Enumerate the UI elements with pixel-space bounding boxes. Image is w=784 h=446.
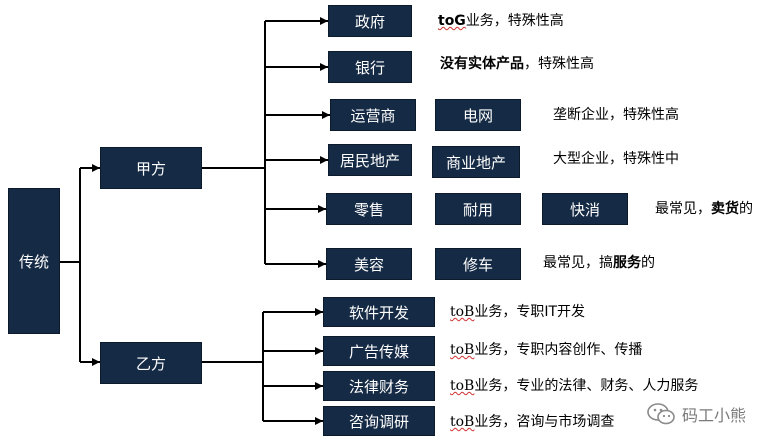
leaf-note: 垄断企业，特殊性高 xyxy=(553,105,679,125)
branch-yifang: 乙方 xyxy=(100,342,202,384)
leaf-label: 零售 xyxy=(353,200,384,219)
note-part: toG xyxy=(438,13,466,29)
branch-jiafang: 甲方 xyxy=(100,147,202,189)
leaf-note: toB业务，专职IT开发 xyxy=(450,302,585,322)
leaf-box: 运营商 xyxy=(330,99,416,131)
leaf-label: 居民地产 xyxy=(339,151,400,170)
leaf-box: 修车 xyxy=(435,248,521,280)
leaf-label: 运营商 xyxy=(350,106,396,125)
note-part: 没有实体产品 xyxy=(440,56,524,72)
leaf-box: 电网 xyxy=(435,99,521,131)
leaf-label: 快消 xyxy=(569,200,600,219)
leaf-label: 耐用 xyxy=(462,200,493,219)
note-part: 的 xyxy=(739,201,753,217)
leaf-box: 快消 xyxy=(542,193,628,225)
leaf-note: toB业务，专职内容创作、传播 xyxy=(450,340,642,360)
note-part: 垄断企业，特殊性高 xyxy=(553,107,679,123)
leaf-box: 咨询调研 xyxy=(323,406,435,436)
note-part: 业务，专职IT开发 xyxy=(474,304,586,320)
leaf-note: 没有实体产品，特殊性高 xyxy=(440,54,594,74)
note-part: 业务，特殊性高 xyxy=(465,13,564,29)
note-part: 最常见，搞 xyxy=(543,255,613,271)
note-part: 业务，专职内容创作、传播 xyxy=(474,342,643,358)
watermark-text: 码工小熊 xyxy=(682,406,747,425)
watermark: 码工小熊 xyxy=(646,394,778,434)
leaf-note: toB业务，专业的法律、财务、人力服务 xyxy=(450,376,698,396)
leaf-box: 零售 xyxy=(326,193,412,225)
note-part: 最常见， xyxy=(655,201,711,217)
leaf-box: 耐用 xyxy=(435,193,521,225)
leaf-note: 大型企业，特殊性中 xyxy=(553,149,679,169)
branch-label: 甲方 xyxy=(135,159,166,178)
leaf-note: 最常见，卖货的 xyxy=(655,199,753,219)
leaf-box: 商业地产 xyxy=(432,146,520,178)
leaf-note: toB业务，咨询与市场调查 xyxy=(450,412,614,432)
note-part: toB xyxy=(450,414,475,430)
note-part: toB xyxy=(450,304,475,320)
leaf-box: 广告传媒 xyxy=(323,336,435,366)
wechat-icon xyxy=(647,403,675,425)
branch-label: 乙方 xyxy=(135,354,166,373)
root-label: 传统 xyxy=(18,252,49,271)
leaf-label: 政府 xyxy=(354,12,385,31)
leaf-label: 电网 xyxy=(462,106,493,125)
leaf-label: 软件开发 xyxy=(348,303,409,322)
leaf-label: 银行 xyxy=(354,58,385,77)
leaf-note: toG业务，特殊性高 xyxy=(438,11,564,31)
leaf-note: 最常见，搞服务的 xyxy=(543,253,655,273)
note-part: ，特殊性高 xyxy=(524,56,594,72)
note-part: 的 xyxy=(641,255,655,271)
leaf-box: 法律财务 xyxy=(323,371,435,401)
note-part: toB xyxy=(450,342,475,358)
note-part: 业务，专业的法律、财务、人力服务 xyxy=(474,378,699,394)
note-part: toB xyxy=(450,378,475,394)
leaf-label: 广告传媒 xyxy=(348,342,409,361)
leaf-box: 银行 xyxy=(328,51,412,83)
leaf-box: 美容 xyxy=(326,248,412,280)
note-part: 业务，咨询与市场调查 xyxy=(474,414,615,430)
leaf-box: 政府 xyxy=(328,5,412,37)
leaf-label: 美容 xyxy=(353,255,384,274)
leaf-label: 修车 xyxy=(462,255,493,274)
leaf-label: 咨询调研 xyxy=(348,412,409,431)
leaf-box: 软件开发 xyxy=(323,297,435,327)
root-node: 传统 xyxy=(8,188,60,334)
note-part: 服务 xyxy=(613,255,641,271)
note-part: 卖货 xyxy=(711,201,739,217)
note-part: 大型企业，特殊性中 xyxy=(553,151,679,167)
leaf-label: 法律财务 xyxy=(348,377,409,396)
leaf-box: 居民地产 xyxy=(328,144,412,176)
leaf-label: 商业地产 xyxy=(445,153,506,172)
